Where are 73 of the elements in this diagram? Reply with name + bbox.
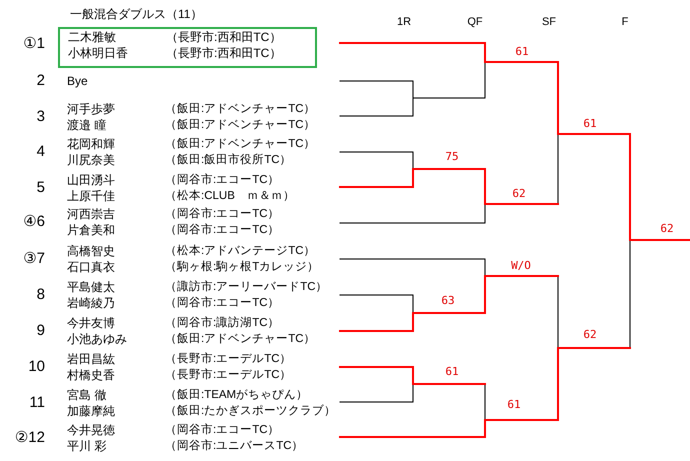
club-name: （長野市:エーデルTC）: [165, 368, 292, 382]
player-name: 今井友博: [67, 316, 115, 330]
match-score: W/O: [511, 259, 531, 273]
club-name: （岡谷市:ユニバースTC）: [165, 439, 304, 453]
player-name: 河手歩夢: [67, 102, 115, 116]
club-name: （飯田:アドベンチャーTC）: [165, 137, 316, 151]
club-name: （駒ヶ根:駒ヶ根Tカレッジ）: [165, 260, 320, 274]
match-score: 62: [512, 187, 526, 201]
highlighted-entry-box: [58, 27, 317, 68]
player-name: 平川 彩: [67, 439, 106, 453]
club-name: （諏訪市:アーリーバードTC）: [165, 280, 328, 294]
match-score: 61: [515, 45, 529, 59]
draw-number: ④6: [22, 215, 45, 229]
draw-number: 10: [27, 360, 45, 374]
player-name: 加藤摩純: [67, 404, 115, 418]
player-name: 山田湧斗: [67, 173, 115, 187]
club-name: （飯田:たかぎスポーツクラブ）: [165, 404, 336, 418]
club-name: （飯田:TEAMがちゃぴん）: [165, 388, 308, 402]
draw-number: 8: [36, 288, 45, 302]
club-name: （長野市:西和田TC）: [166, 30, 282, 44]
player-name: 上原千佳: [67, 189, 115, 203]
draw-number: 3: [36, 110, 45, 124]
player-name: 片倉美和: [67, 223, 115, 237]
match-score: 61: [583, 117, 597, 131]
club-name: （岡谷市:エコーTC）: [165, 207, 280, 221]
club-name: （長野市:エーデルTC）: [165, 352, 292, 366]
player-name: 宮島 徹: [67, 388, 106, 402]
club-name: （飯田:アドベンチャーTC）: [165, 332, 316, 346]
match-score: 62: [660, 222, 674, 236]
player-name: 平島健太: [67, 280, 115, 294]
match-score: 61: [445, 365, 459, 379]
match-score: 62: [583, 328, 597, 342]
player-name: 石口真衣: [67, 260, 115, 274]
round-header: F: [622, 15, 628, 29]
player-name: 小池あゆみ: [67, 332, 127, 346]
club-name: （飯田:飯田市役所TC）: [165, 153, 292, 167]
round-header: SF: [542, 15, 556, 29]
draw-number: 5: [36, 181, 45, 195]
club-name: （飯田:アドベンチャーTC）: [165, 118, 316, 132]
player-name: 川尻奈美: [67, 153, 115, 167]
match-score: 61: [507, 398, 521, 412]
player-name: 岩崎綾乃: [67, 296, 115, 310]
draw-number: ①1: [22, 37, 45, 51]
round-header: 1R: [396, 15, 412, 29]
draw-number: 2: [36, 74, 45, 88]
club-name: （岡谷市:エコーTC）: [165, 223, 280, 237]
player-name: 渡邉 瞳: [67, 118, 106, 132]
club-name: （岡谷市:諏訪湖TC）: [165, 316, 280, 330]
draw-number: ②12: [14, 431, 45, 445]
draw-number: ③7: [22, 252, 45, 266]
player-name: 二木雅敏: [68, 30, 116, 44]
match-score: 75: [445, 150, 459, 164]
player-name: 岩田昌紘: [67, 352, 115, 366]
club-name: （松本:アドバンテージTC）: [165, 244, 316, 258]
player-name: 花岡和輝: [67, 137, 115, 151]
club-name: （岡谷市:エコーTC）: [165, 296, 280, 310]
draw-number: 11: [28, 396, 45, 410]
club-name: （飯田:アドベンチャーTC）: [165, 102, 316, 116]
event-title: 一般混合ダブルス（11）: [70, 7, 202, 21]
round-header: QF: [467, 15, 483, 29]
club-name: （長野市:西和田TC）: [166, 46, 282, 60]
club-name: （岡谷市:エコーTC）: [165, 423, 280, 437]
player-name: 今井晃徳: [67, 423, 115, 437]
draw-number: 9: [36, 324, 45, 338]
match-score: 63: [441, 294, 455, 308]
club-name: （松本:CLUB ｍ＆ｍ）: [165, 189, 295, 203]
club-name: （岡谷市:エコーTC）: [165, 173, 280, 187]
player-name: 小林明日香: [68, 46, 128, 60]
player-name: 高橋智史: [67, 244, 115, 258]
player-name: 村橋史香: [67, 368, 115, 382]
bye-text: Bye: [67, 74, 88, 88]
player-name: 河西崇吉: [67, 207, 115, 221]
draw-number: 4: [36, 145, 45, 159]
